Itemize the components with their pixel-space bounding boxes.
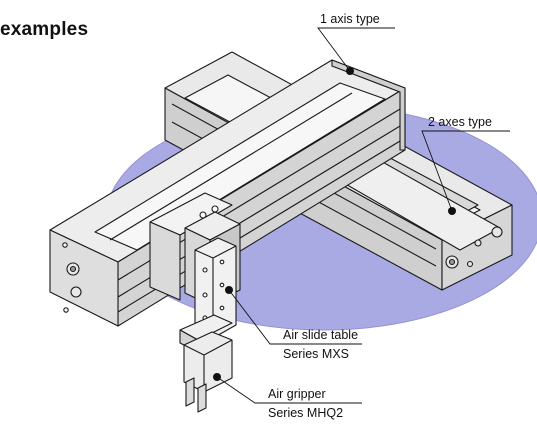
callout-two-axes-type: 2 axes type	[428, 115, 492, 129]
page-title: examples	[0, 19, 89, 40]
air-slide-table	[149, 192, 241, 339]
leader-two-axes	[421, 130, 510, 212]
leader-slide-table	[228, 289, 362, 345]
leader-gripper	[216, 376, 362, 404]
callout-air-slide-table: Air slide table	[283, 328, 359, 342]
air-gripper	[179, 314, 233, 413]
callout-series-mhq2: Series MHQ2	[268, 406, 344, 420]
callout-air-gripper: Air gripper	[268, 387, 326, 401]
leader-lines	[216, 27, 510, 404]
callout-series-mxs: Series MXS	[283, 347, 349, 361]
leader-one-axis	[317, 27, 395, 72]
callout-one-axis-type: 1 axis type	[320, 12, 380, 26]
